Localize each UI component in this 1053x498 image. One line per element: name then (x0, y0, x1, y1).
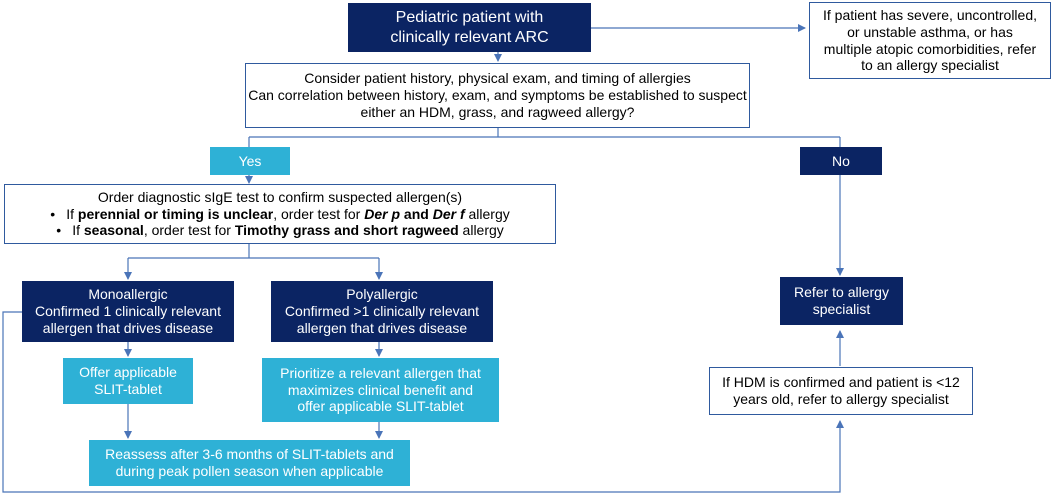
yes-label: Yes (210, 147, 290, 175)
polyallergic-node: Polyallergic Confirmed >1 clinically rel… (271, 281, 493, 342)
consider-line-3: either an HDM, grass, and ragweed allerg… (360, 103, 635, 120)
refer-specialist-node: Refer to allergy specialist (780, 277, 903, 325)
severe-note-line-3: multiple atopic comorbidities, refer (823, 40, 1037, 57)
b1-bold: perennial or timing is unclear (77, 205, 274, 222)
prioritize-line-2: maximizes clinical benefit and (287, 381, 474, 398)
b1-der-f: Der f (432, 205, 465, 222)
severe-note-line-2: or unstable asthma, or has (847, 23, 1013, 40)
b1-mid: , order test for (273, 205, 365, 222)
reassess-line-1: Reassess after 3-6 months of SLIT-tablet… (105, 446, 394, 463)
poly-line-3: allergen that drives disease (296, 319, 468, 336)
b2-bold-grass: Timothy grass and short ragweed (234, 222, 459, 239)
offer-line-1: Offer applicable (79, 364, 177, 381)
prioritize-line-1: Prioritize a relevant allergen that (280, 364, 481, 381)
order-bullet-perennial: • If perennial or timing is unclear, orde… (50, 206, 510, 223)
reassess-node: Reassess after 3-6 months of SLIT-tablet… (89, 440, 410, 486)
offer-slit-node: Offer applicable SLIT-tablet (63, 358, 193, 404)
prioritize-node: Prioritize a relevant allergen that maxi… (262, 358, 499, 422)
b2-mid: , order test for (143, 222, 235, 239)
b2-bold-seasonal: seasonal (83, 222, 144, 239)
refer-line-1: Refer to allergy (794, 284, 889, 301)
severe-note-line-4: to an allergy specialist (861, 57, 999, 74)
hdm-line-1: If HDM is confirmed and patient is <12 (722, 374, 960, 391)
b2-post: allergy (458, 222, 504, 239)
poly-line-1: Polyallergic (346, 286, 418, 303)
start-line-1: Pediatric patient with (395, 9, 544, 27)
poly-line-2: Confirmed >1 clinically relevant (284, 303, 480, 320)
yes-text: Yes (238, 152, 262, 169)
b2-pre: If (72, 222, 84, 239)
severe-asthma-note: If patient has severe, uncontrolled, or … (809, 2, 1051, 79)
hdm-line-2: years old, refer to allergy specialist (733, 391, 949, 407)
order-bullet-seasonal: • If seasonal, order test for Timothy gra… (56, 222, 504, 239)
bullet-mark: • (56, 222, 62, 239)
monoallergic-node: Monoallergic Confirmed 1 clinically rele… (22, 281, 234, 342)
b1-pre: If (66, 205, 78, 222)
order-line-1: Order diagnostic sIgE test to confirm su… (97, 188, 463, 205)
reassess-line-2: during peak pollen season when applicabl… (115, 463, 384, 479)
mono-line-2: Confirmed 1 clinically relevant (35, 303, 221, 320)
no-label: No (800, 147, 882, 175)
severe-note-line-1: If patient has severe, uncontrolled, (822, 6, 1038, 23)
consider-node: Consider patient history, physical exam,… (245, 63, 750, 128)
b1-and: and (400, 205, 433, 222)
offer-line-2: SLIT-tablet (94, 381, 162, 397)
mono-line-3: allergen that drives disease (42, 319, 214, 336)
no-text: No (832, 152, 850, 169)
start-node: Pediatric patient with clinically releva… (348, 3, 591, 52)
hdm-under-12-note: If HDM is confirmed and patient is <12 y… (709, 367, 973, 415)
loop-mono-to-hdm (2, 311, 844, 493)
consider-line-1: Consider patient history, physical exam,… (304, 70, 691, 87)
b1-der-p: Der p (364, 205, 401, 222)
bullet-mark: • (50, 205, 56, 222)
mono-line-1: Monoallergic (88, 286, 168, 303)
refer-line-2: specialist (812, 301, 871, 317)
prioritize-line-3: offer applicable SLIT-tablet (297, 398, 464, 415)
b1-post: allergy (464, 205, 510, 222)
consider-line-2: Can correlation between history, exam, a… (248, 87, 747, 104)
order-test-node: Order diagnostic sIgE test to confirm su… (4, 184, 556, 244)
start-line-2: clinically relevant ARC (390, 28, 549, 46)
